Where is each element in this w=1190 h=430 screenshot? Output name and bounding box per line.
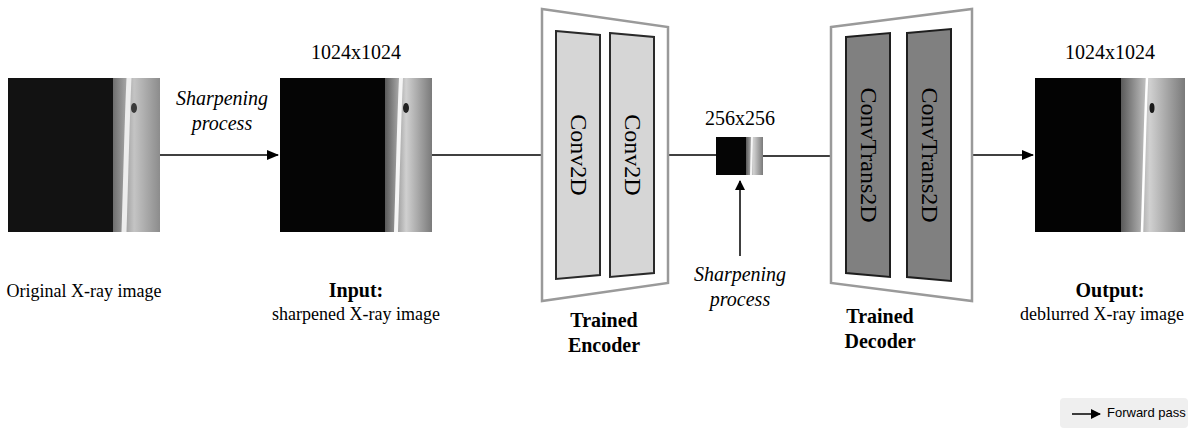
outline-polygon: [610, 33, 654, 277]
node-caption: Trained Decoder: [820, 304, 940, 354]
xray-stripe: [124, 78, 129, 232]
conv-layer: Conv2D: [609, 32, 655, 278]
xray-image: Original X-ray image: [8, 78, 160, 232]
layer-name: ConvTrans2D: [916, 87, 943, 222]
encoder-block: Trained EncoderConv2DConv2D: [541, 8, 669, 302]
deconv-layer: ConvTrans2D: [845, 32, 891, 278]
latent-image: 256x256: [716, 137, 763, 175]
legend-text: Forward pass: [1107, 405, 1186, 421]
xray-stripe: [396, 78, 401, 232]
xray-bone: [113, 78, 160, 232]
outline-polygon: [907, 29, 951, 281]
flow-connector: [432, 154, 541, 156]
node-caption: Output:: [1076, 278, 1145, 303]
layer-name: ConvTrans2D: [855, 87, 882, 222]
xray-bone: [385, 78, 432, 232]
layer-name: Conv2D: [565, 114, 592, 195]
flow-connector: [160, 154, 278, 156]
xray-bone: [1121, 78, 1185, 232]
node-caption: Original X-ray image: [7, 280, 162, 303]
outline-polygon: [831, 9, 972, 301]
flow-connector: [669, 154, 716, 156]
node-caption: 256x256: [705, 106, 775, 131]
xray-background: [1035, 78, 1185, 232]
outline-polygon: [846, 33, 890, 277]
node-caption: deblurred X-ray image: [1020, 303, 1184, 326]
outline-polygon: [556, 31, 600, 279]
xray-spot: [403, 103, 409, 113]
node-caption: Input:: [329, 278, 383, 303]
process-note: Sharpening process: [680, 262, 800, 312]
xray-background: [8, 78, 160, 232]
xray-image: 1024x1024Output:deblurred X-ray image: [1035, 78, 1185, 232]
legend-sample-arrow: [1072, 413, 1100, 415]
xray-stripe: [1142, 78, 1147, 232]
xray-background: [280, 78, 432, 232]
xray-background: [716, 137, 763, 175]
node-caption: Trained Encoder: [544, 308, 664, 358]
xray-bone: [746, 137, 763, 175]
deconv-layer: ConvTrans2D: [906, 28, 952, 282]
node-caption: sharpened X-ray image: [272, 303, 440, 326]
leader-arrow: [739, 181, 741, 256]
node-caption: 1024x1024: [1065, 40, 1155, 65]
decoder-block: Trained DecoderConvTrans2DConvTrans2D: [830, 8, 973, 302]
edge-label: Sharpening process: [162, 86, 282, 136]
flow-connector: [973, 154, 1033, 156]
layer-name: Conv2D: [619, 114, 646, 195]
xray-spot: [1150, 103, 1155, 113]
flow-connector: [763, 155, 830, 157]
xray-stripe: [751, 137, 752, 175]
xray-image: 1024x1024Input:sharpened X-ray image: [280, 78, 432, 232]
conv-layer: Conv2D: [555, 30, 601, 280]
legend-box: [1060, 398, 1188, 428]
outline-polygon: [542, 9, 668, 301]
node-caption: 1024x1024: [311, 40, 401, 65]
xray-spot: [131, 103, 137, 113]
